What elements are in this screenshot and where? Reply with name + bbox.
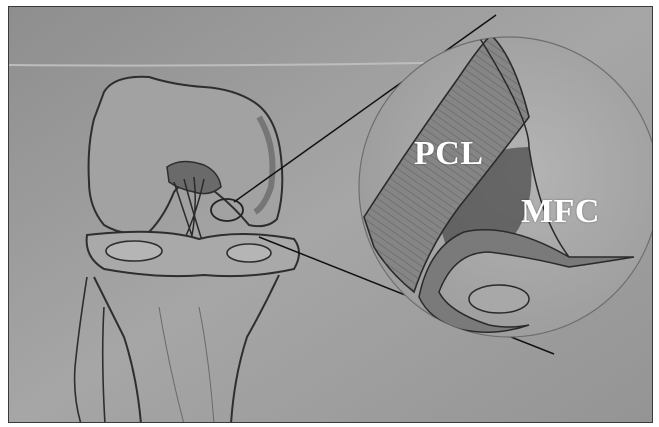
- pcl-label: PCL: [414, 135, 484, 173]
- insertion-loop: [469, 285, 529, 313]
- figure-frame: PCL MFC: [8, 6, 653, 423]
- medial-meniscus: [106, 241, 162, 261]
- lateral-meniscus: [227, 244, 271, 262]
- mfc-label: MFC: [521, 193, 600, 231]
